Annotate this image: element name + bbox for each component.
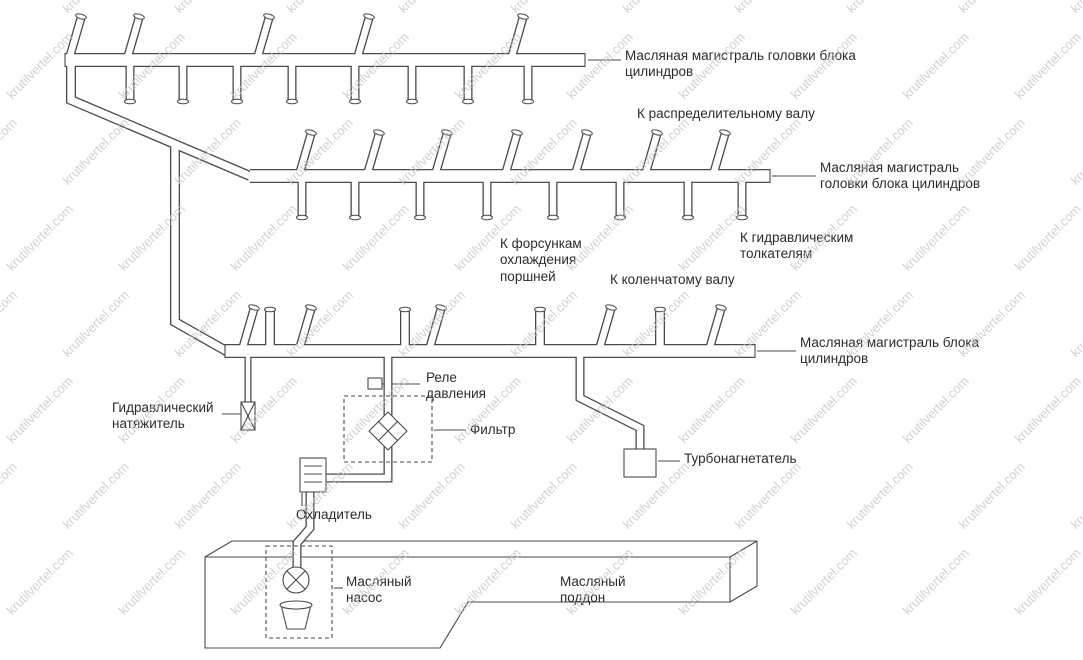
pipe-open-end bbox=[481, 214, 493, 221]
pipe-branch bbox=[706, 308, 725, 348]
label-turbo: Турбонагнетатель bbox=[684, 451, 797, 466]
pipe-open-end bbox=[522, 98, 534, 105]
pipe-branch bbox=[508, 17, 527, 57]
pipe-cores bbox=[65, 17, 770, 572]
oil-pan-right-corner bbox=[729, 540, 758, 558]
cooler-symbol bbox=[299, 457, 327, 493]
pipe-open-end bbox=[406, 98, 418, 105]
label-head-gallery-2: Масляная магистраль головки блока цилинд… bbox=[820, 160, 981, 192]
label-crankshaft: К коленчатому валу bbox=[610, 272, 735, 287]
filter-cross bbox=[377, 420, 399, 442]
feed-pipe-upper bbox=[67, 58, 252, 180]
turbo-pipe bbox=[576, 353, 644, 452]
pipe-open-end bbox=[296, 214, 308, 221]
pipe-open-end bbox=[373, 129, 385, 136]
pipe-open-end bbox=[231, 98, 243, 105]
components bbox=[64, 53, 771, 639]
label-pressure-relay: Реле давления bbox=[426, 370, 486, 402]
feed-pipe-lower bbox=[170, 145, 231, 357]
pipe-branch bbox=[710, 133, 729, 173]
label-camshaft: К распределительному валу bbox=[637, 106, 815, 121]
turbocharger-symbol bbox=[623, 448, 657, 478]
pipe-branch bbox=[254, 17, 273, 57]
pipe-open-end bbox=[264, 306, 276, 313]
pipe-branch bbox=[354, 17, 373, 57]
pipe-open-end bbox=[305, 129, 317, 136]
pipe-open-end bbox=[435, 304, 447, 311]
pipe-branch bbox=[642, 133, 661, 173]
pipe-open-end bbox=[511, 129, 523, 136]
pipe-open-end bbox=[263, 13, 275, 20]
label-block-gallery: Масляная магистраль блока цилиндров bbox=[800, 335, 980, 367]
oil-pan-right-side bbox=[729, 541, 758, 603]
pipe-open-end bbox=[715, 304, 727, 311]
pipe-branch bbox=[296, 308, 315, 348]
pipe-open-end bbox=[614, 214, 626, 221]
label-filter: Фильтр bbox=[470, 422, 516, 437]
label-tensioner: Гидравлический натяжитель bbox=[112, 400, 214, 432]
pipe-open-end bbox=[349, 214, 361, 221]
pipe-open-end bbox=[124, 98, 136, 105]
filter-box bbox=[343, 395, 433, 463]
tensioner-cross bbox=[240, 401, 256, 431]
pipe-branch bbox=[239, 308, 258, 348]
pipe-open-end bbox=[349, 98, 361, 105]
filter-pipe bbox=[306, 353, 392, 482]
label-cooler: Охладитель bbox=[296, 507, 372, 522]
oil-pump-box bbox=[265, 545, 333, 639]
pipe-branch bbox=[364, 133, 383, 173]
pipe-open-end bbox=[248, 304, 260, 311]
label-oil-pump: Масляный насос bbox=[346, 574, 412, 606]
pipe-branch bbox=[432, 133, 451, 173]
pickup-strainer-top bbox=[279, 600, 313, 610]
pipe-branch bbox=[296, 133, 315, 173]
pipe-open-ends bbox=[75, 13, 748, 313]
pipe-branch bbox=[426, 308, 445, 348]
pipe-open-end bbox=[654, 306, 666, 313]
pipe-open-end bbox=[305, 304, 317, 311]
oil-pan-left-corner bbox=[204, 540, 233, 558]
pipe-open-end bbox=[399, 306, 411, 313]
feed-pipe-lower bbox=[171, 145, 230, 356]
pipe-open-end bbox=[441, 129, 453, 136]
label-oil-pan: Масляный поддон bbox=[560, 574, 626, 606]
pipe-open-end bbox=[547, 214, 559, 221]
cooler-fins bbox=[304, 465, 322, 483]
pipe-open-end bbox=[605, 304, 617, 311]
pipe-open-end bbox=[462, 98, 474, 105]
pipe-open-end bbox=[75, 13, 87, 20]
pressure-relay-symbol bbox=[367, 377, 383, 390]
pipe-open-end bbox=[651, 129, 663, 136]
pipe-branch bbox=[124, 17, 143, 57]
pipe-open-end bbox=[177, 98, 189, 105]
label-head-gallery-top: Масляная магистраль головки блока цилинд… bbox=[625, 48, 856, 80]
pipe-open-end bbox=[581, 129, 593, 136]
pipe-open-end bbox=[363, 13, 375, 20]
pipe-open-end bbox=[719, 129, 731, 136]
pipe-branch bbox=[66, 17, 85, 57]
pipe-open-end bbox=[534, 306, 546, 313]
pipe-open-end bbox=[517, 13, 529, 20]
pipe-open-end bbox=[133, 13, 145, 20]
pipe-open-end bbox=[286, 98, 298, 105]
label-piston-jets: К форсункам охлаждения поршней bbox=[500, 236, 582, 284]
pipe-open-end bbox=[414, 214, 426, 221]
label-tappets: К гидравлическим толкателям bbox=[740, 230, 854, 262]
oil-pump-cross bbox=[286, 570, 306, 590]
feed-pipe-upper bbox=[66, 58, 252, 181]
pipe-branch bbox=[502, 133, 521, 173]
pipe-branch bbox=[596, 308, 615, 348]
pipe-open-end bbox=[682, 214, 694, 221]
pan-and-leaders bbox=[204, 59, 816, 649]
pipe-open-end bbox=[736, 214, 748, 221]
cooler-to-pump-pipe bbox=[293, 490, 314, 572]
pipe-branch bbox=[572, 133, 591, 173]
